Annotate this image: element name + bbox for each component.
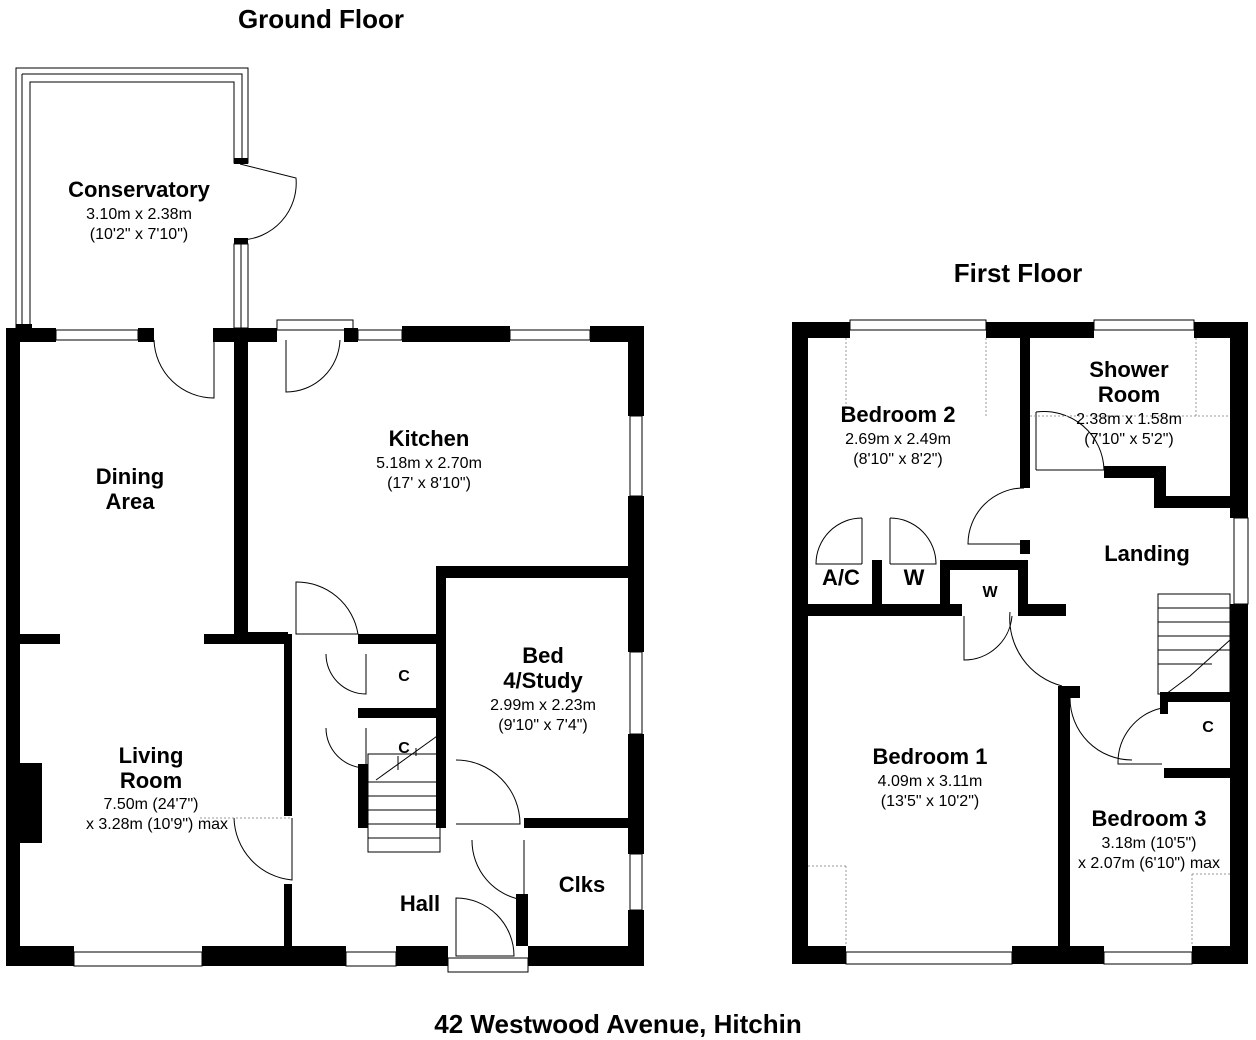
ground-walls bbox=[6, 319, 644, 973]
bedroom3-name: Bedroom 3 bbox=[1092, 806, 1207, 831]
first-floor-title: First Floor bbox=[954, 258, 1083, 288]
ground-doors bbox=[153, 339, 525, 957]
shower-dim-ft: (7'10" x 5'2") bbox=[1084, 431, 1174, 448]
bed4-name-line2: 4/Study bbox=[503, 668, 583, 693]
first-doors bbox=[815, 410, 1163, 765]
hall-name: Hall bbox=[400, 891, 440, 916]
living-dim-line2: x 3.28m (10'9") max bbox=[86, 816, 228, 833]
dining-name-line2: Area bbox=[106, 489, 156, 514]
wardrobe2-name: W bbox=[982, 584, 998, 601]
ac-name: A/C bbox=[822, 565, 860, 590]
ground-floor-title: Ground Floor bbox=[238, 4, 404, 34]
dining-name-line1: Dining bbox=[96, 464, 164, 489]
shower-dim-m: 2.38m x 1.58m bbox=[1076, 411, 1182, 428]
kitchen-name: Kitchen bbox=[389, 426, 470, 451]
bedroom1-dim-m: 4.09m x 3.11m bbox=[878, 773, 983, 790]
bedroom2-name: Bedroom 2 bbox=[841, 402, 956, 427]
shower-name-line2: Room bbox=[1098, 382, 1160, 407]
shower-name-line1: Shower bbox=[1089, 357, 1169, 382]
first-walls bbox=[792, 319, 1249, 965]
bed4-dim-ft: (9'10" x 7'4") bbox=[498, 717, 588, 734]
living-dim-line1: 7.50m (24'7") bbox=[104, 796, 199, 813]
bedroom1-dim-ft: (13'5" x 10'2") bbox=[881, 793, 979, 810]
property-address: 42 Westwood Avenue, Hitchin bbox=[434, 1009, 801, 1039]
bedroom2-dim-m: 2.69m x 2.49m bbox=[845, 431, 951, 448]
bedroom3-dim-line2: x 2.07m (6'10") max bbox=[1078, 855, 1220, 872]
conservatory-dim-m: 3.10m x 2.38m bbox=[86, 206, 192, 223]
landing-name: Landing bbox=[1104, 541, 1190, 566]
cupboard2-name: C bbox=[398, 740, 410, 757]
living-name-line2: Room bbox=[120, 768, 182, 793]
conservatory-door bbox=[239, 163, 297, 241]
conservatory-name: Conservatory bbox=[68, 177, 211, 202]
ground-floor: Ground Floor Conservatory 3.10m x 2.38m … bbox=[6, 4, 644, 973]
conservatory-dim-ft: (10'2" x 7'10") bbox=[90, 226, 188, 243]
cupboard1-name: C bbox=[398, 668, 410, 685]
kitchen-dim-m: 5.18m x 2.70m bbox=[376, 455, 482, 472]
first-floor: First Floor Bedroom 2 2.69m x 2.49m (8'1… bbox=[792, 258, 1249, 965]
ground-stairs bbox=[367, 733, 441, 853]
landing-cupboard-name: C bbox=[1202, 719, 1214, 736]
bedroom3-dim-line1: 3.18m (10'5") bbox=[1102, 835, 1197, 852]
wardrobe1-name: W bbox=[904, 565, 925, 590]
kitchen-dim-ft: (17' x 8'10") bbox=[387, 475, 471, 492]
bed4-dim-m: 2.99m x 2.23m bbox=[490, 697, 596, 714]
living-name-line1: Living bbox=[119, 743, 184, 768]
clks-name: Clks bbox=[559, 872, 605, 897]
bedroom1-name: Bedroom 1 bbox=[873, 744, 988, 769]
first-stairs bbox=[1157, 593, 1231, 695]
bed4-name-line1: Bed bbox=[522, 643, 564, 668]
bedroom2-dim-ft: (8'10" x 8'2") bbox=[853, 451, 943, 468]
first-dashed bbox=[808, 338, 1230, 946]
